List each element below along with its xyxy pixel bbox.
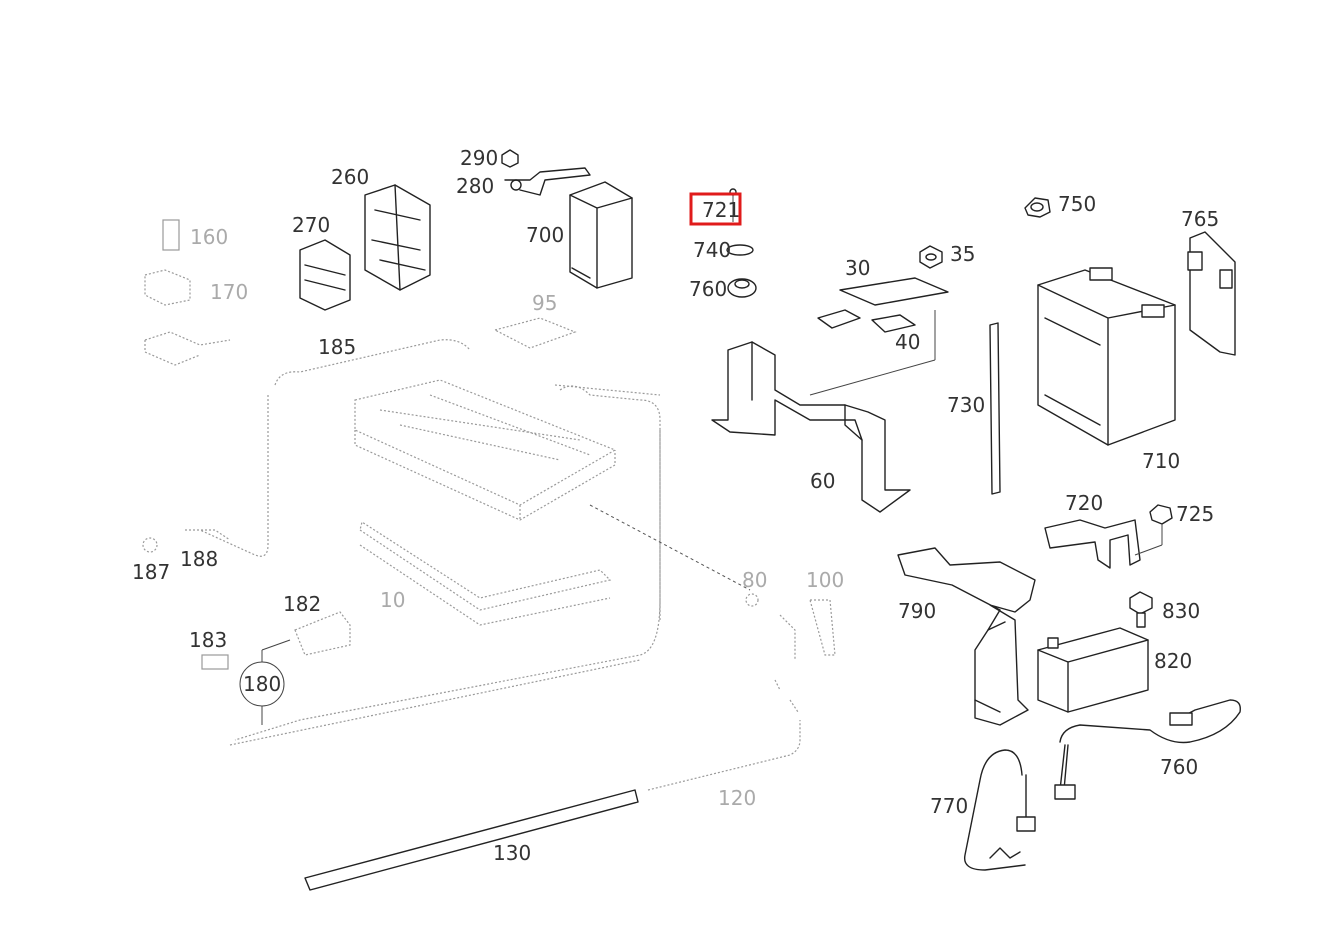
part-180-callout xyxy=(239,639,291,725)
label-730: 730 xyxy=(947,393,985,417)
part-710-battery xyxy=(1037,267,1176,446)
part-260-270 xyxy=(299,184,431,311)
label-188: 188 xyxy=(180,547,218,571)
label-30: 30 xyxy=(845,256,870,280)
label-170: 170 xyxy=(210,280,248,304)
part-820-battery xyxy=(1037,627,1149,713)
label-721: 721 xyxy=(702,198,740,222)
label-95: 95 xyxy=(532,291,557,315)
label-765: 765 xyxy=(1181,207,1219,231)
label-80: 80 xyxy=(742,568,767,592)
label-750: 750 xyxy=(1058,192,1096,216)
label-710: 710 xyxy=(1142,449,1180,473)
highlight-box-721 xyxy=(689,192,742,226)
label-100: 100 xyxy=(806,568,844,592)
label-770: 770 xyxy=(930,794,968,818)
label-187: 187 xyxy=(132,560,170,584)
label-182: 182 xyxy=(283,592,321,616)
label-720: 720 xyxy=(1065,491,1103,515)
label-760-small: 760 xyxy=(689,277,727,301)
label-185: 185 xyxy=(318,335,356,359)
label-790: 790 xyxy=(898,599,936,623)
label-10: 10 xyxy=(380,588,405,612)
label-280: 280 xyxy=(456,174,494,198)
part-720-725 xyxy=(1044,504,1173,569)
part-30-35-40 xyxy=(817,245,949,333)
part-750-nut xyxy=(1024,197,1051,218)
label-35: 35 xyxy=(950,242,975,266)
label-40: 40 xyxy=(895,330,920,354)
part-765-plate xyxy=(1187,231,1236,356)
part-790-bracket xyxy=(897,547,1036,726)
label-700: 700 xyxy=(526,223,564,247)
faint-background-assembly xyxy=(142,219,836,891)
label-820: 820 xyxy=(1154,649,1192,673)
part-280-290 xyxy=(501,149,591,196)
part-700-box xyxy=(569,181,633,289)
part-730-rod xyxy=(989,322,1001,495)
label-760: 760 xyxy=(1160,755,1198,779)
part-770-cable xyxy=(963,749,1036,871)
part-labels: 290 280 260 270 700 721 740 760 750 765 … xyxy=(132,146,1219,865)
label-130: 130 xyxy=(493,841,531,865)
label-160: 160 xyxy=(190,225,228,249)
label-270: 270 xyxy=(292,213,330,237)
label-60: 60 xyxy=(810,469,835,493)
label-290: 290 xyxy=(460,146,498,170)
part-60-bracket xyxy=(711,310,936,513)
part-760-cable xyxy=(1054,699,1241,800)
label-183: 183 xyxy=(189,628,227,652)
label-260: 260 xyxy=(331,165,369,189)
label-180: 180 xyxy=(243,672,281,696)
label-830: 830 xyxy=(1162,599,1200,623)
part-721-740-760 xyxy=(726,188,757,298)
part-830-bolt xyxy=(1129,591,1153,628)
label-120: 120 xyxy=(718,786,756,810)
label-725: 725 xyxy=(1176,502,1214,526)
label-740: 740 xyxy=(693,238,731,262)
